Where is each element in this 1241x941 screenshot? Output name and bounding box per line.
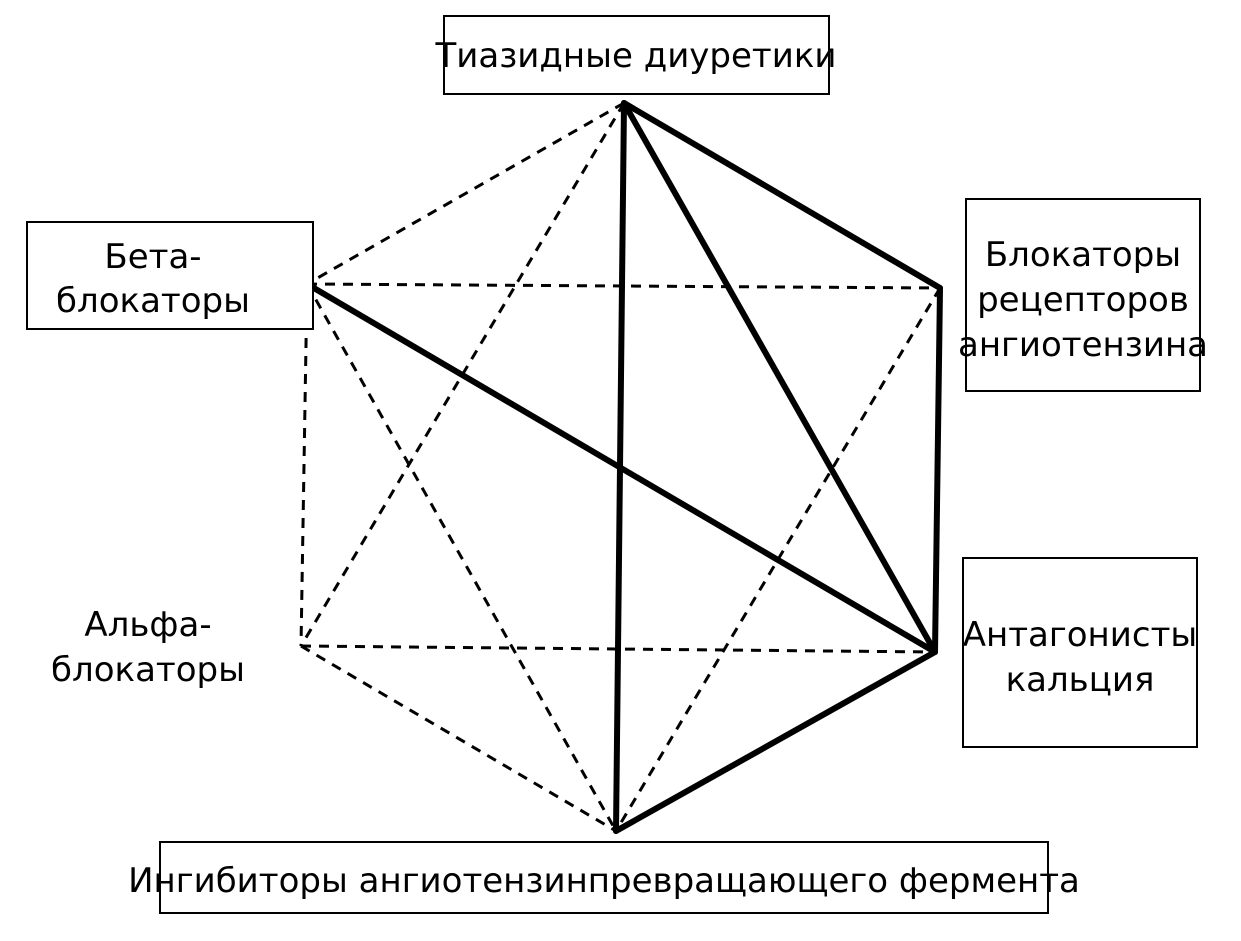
edge-beta-alpha-dashed bbox=[299, 283, 309, 647]
node-ace-box bbox=[159, 841, 1049, 914]
edge-thiazide-beta-dashed bbox=[306, 101, 625, 286]
node-arb-label-line-3: ангиотензина bbox=[958, 325, 1208, 365]
node-arb-box bbox=[965, 198, 1201, 392]
edge-alpha-ccb-dashed bbox=[300, 644, 936, 654]
node-alpha-label-line-1: Альфа- bbox=[84, 605, 211, 645]
node-ccb-box bbox=[962, 557, 1198, 748]
node-thiazide: Тиазидные диуретики bbox=[435, 15, 837, 95]
node-ccb-label-line-1: Антагонисты bbox=[963, 615, 1197, 655]
node-thiazide-label: Тиазидные диуретики bbox=[435, 36, 837, 76]
node-ccb-label-line-2: кальция bbox=[1006, 660, 1155, 700]
node-ace: Ингибиторы ангиотензинпревращающего ферм… bbox=[128, 841, 1080, 914]
edge-ccb-ace-solid bbox=[613, 649, 938, 834]
edges-layer bbox=[299, 100, 943, 834]
node-beta-label-line-2: блокаторы bbox=[56, 281, 250, 321]
edge-beta-ccb-solid bbox=[304, 281, 938, 655]
node-ace-label: Ингибиторы ангиотензинпревращающего ферм… bbox=[128, 861, 1080, 901]
node-thiazide-box bbox=[443, 15, 830, 95]
node-ccb: Антагонисты кальция bbox=[962, 557, 1198, 748]
edge-thiazide-arb-solid bbox=[621, 100, 943, 291]
node-alpha: Альфа- блокаторы bbox=[51, 605, 245, 690]
edge-arb-ccb-solid bbox=[932, 285, 943, 655]
node-beta-label-line-1: Бета- bbox=[104, 237, 201, 277]
edge-beta-ace-dashed bbox=[305, 283, 618, 832]
node-beta: Бета- блокаторы bbox=[26, 221, 314, 330]
node-alpha-label-line-2: блокаторы bbox=[51, 650, 245, 690]
node-beta-box bbox=[26, 221, 314, 330]
edge-arb-ace-dashed bbox=[614, 287, 942, 832]
edge-thiazide-ccb-solid bbox=[621, 100, 938, 655]
node-arb-label-line-1: Блокаторы bbox=[985, 235, 1181, 275]
node-arb-label-line-2: рецепторов bbox=[977, 280, 1189, 320]
edge-alpha-ace-dashed bbox=[300, 644, 617, 833]
edge-beta-arb-dashed bbox=[306, 282, 941, 290]
node-arb: Блокаторы рецепторов ангиотензина bbox=[958, 198, 1208, 392]
